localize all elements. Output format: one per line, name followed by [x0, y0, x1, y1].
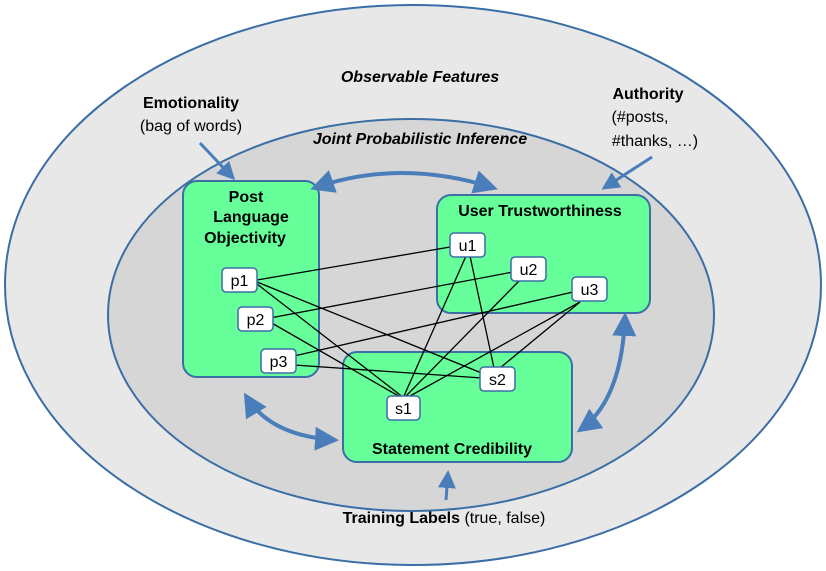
svg-text:u2: u2	[520, 262, 538, 279]
edge-p3-u3	[293, 291, 574, 357]
statement-box-title: Statement Credibility	[372, 441, 532, 458]
edge-u2-s1	[405, 279, 521, 397]
training-labels-text: Training Labels (true, false)	[343, 510, 546, 527]
node-s1: s1	[386, 395, 421, 421]
edge-u1-s1	[403, 255, 467, 397]
emotionality-arrow	[198, 141, 236, 181]
post-statement-arrow	[243, 392, 339, 451]
post-box-line2: Language	[213, 209, 289, 226]
authority-arrow	[601, 155, 653, 190]
user-statement-arrow	[576, 312, 637, 433]
edge-u1-s2	[469, 255, 495, 369]
node-p3: p3	[260, 348, 297, 374]
joint-inference-label: Joint Probabilistic Inference	[313, 131, 527, 148]
node-p1: p1	[221, 267, 258, 293]
observable-features-label: Observable Features	[341, 69, 499, 86]
post-box-line3: Objectivity	[204, 230, 286, 247]
authority-detail-1: (#posts,	[612, 109, 669, 126]
svg-text:u1: u1	[459, 238, 477, 255]
edge-u3-s2	[499, 301, 581, 369]
svg-text:u3: u3	[581, 282, 599, 299]
user-box-title: User Trustworthiness	[458, 203, 622, 220]
svg-text:p1: p1	[231, 273, 249, 290]
edge-p1-s2	[256, 281, 485, 375]
edge-u3-s1	[409, 301, 581, 397]
authority-title: Authority	[612, 86, 683, 103]
training-detail: (true, false)	[460, 510, 545, 527]
node-u2: u2	[510, 256, 547, 282]
svg-text:s2: s2	[489, 372, 506, 389]
training-title: Training Labels	[343, 510, 460, 527]
svg-text:s1: s1	[395, 401, 412, 418]
emotionality-title: Emotionality	[143, 95, 239, 112]
edge-p1-s1	[256, 283, 405, 399]
node-u3: u3	[571, 276, 608, 302]
training-arrow	[437, 470, 456, 501]
node-p2: p2	[237, 306, 274, 332]
edge-p2-u2	[269, 271, 514, 319]
edge-p3-s2	[293, 364, 483, 379]
node-s2: s2	[479, 366, 516, 392]
authority-detail-2: #thanks, …)	[612, 133, 698, 150]
post-user-arrow	[310, 170, 498, 194]
svg-text:p2: p2	[247, 312, 265, 329]
emotionality-detail: (bag of words)	[140, 118, 242, 135]
edge-lines	[256, 245, 581, 399]
edge-p1-u1	[256, 245, 457, 281]
svg-text:p3: p3	[270, 354, 288, 371]
edge-p2-s1	[269, 321, 403, 399]
node-u1: u1	[449, 232, 486, 258]
post-box-line1: Post	[229, 189, 264, 206]
